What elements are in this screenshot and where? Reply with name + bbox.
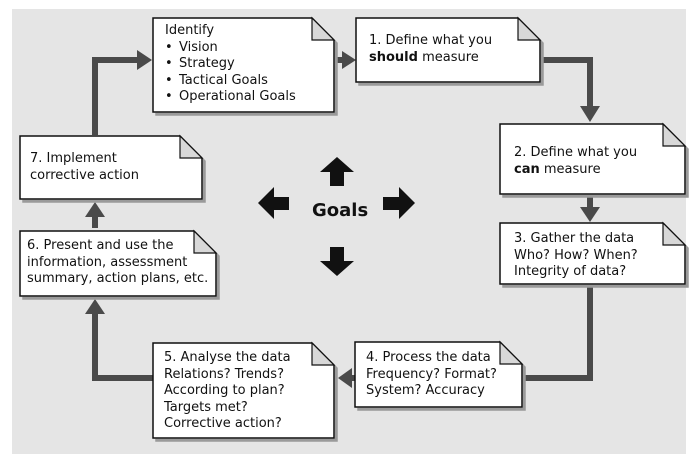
goals-arrow-down-icon	[320, 247, 354, 276]
corner-fold	[193, 229, 218, 254]
arrowhead-into-identify	[137, 50, 152, 70]
step3-line: Integrity of data?	[514, 264, 627, 279]
identify-item: Vision	[165, 40, 296, 57]
step3-line: Who? How? When?	[514, 247, 638, 263]
step7-line: corrective action	[30, 167, 139, 183]
goals-arrow-right-icon	[383, 187, 415, 219]
arrowhead-into-step5	[338, 368, 352, 388]
corner-fold	[311, 16, 336, 41]
identify-title: Identify	[165, 23, 215, 38]
arrowhead-into-step2	[580, 106, 600, 122]
goals-arrow-left-icon	[258, 187, 289, 219]
corner-fold	[311, 341, 336, 366]
step1-emphasis: should	[369, 49, 418, 65]
step6-text: 6. Present and use the information, asse…	[27, 238, 208, 288]
step4-line: 4. Process the data	[366, 350, 491, 365]
identify-text: Identify Vision Strategy Tactical Goals …	[165, 23, 296, 106]
step6-line: 6. Present and use the	[27, 238, 174, 253]
corner-fold	[517, 16, 542, 41]
step7-line: 7. Implement	[30, 151, 117, 166]
box-step1	[355, 17, 541, 83]
step1-text: 1. Define what you should measure	[369, 33, 492, 66]
step1-line: 1. Define what you	[369, 33, 493, 48]
identify-item: Tactical Goals	[165, 73, 296, 90]
step4-line: Frequency? Format?	[366, 366, 497, 382]
box-step5	[152, 342, 335, 439]
box-step4	[354, 341, 523, 408]
corner-fold	[662, 122, 687, 147]
step6-line: summary, action plans, etc.	[27, 271, 209, 286]
arrowhead-into-step3	[580, 207, 600, 222]
box-step2	[499, 123, 686, 195]
step5-line: Relations? Trends?	[164, 366, 284, 382]
connector-step5-to-step6	[92, 312, 155, 381]
box-step6	[19, 230, 217, 297]
corner-fold	[662, 221, 687, 246]
step2-line: 2. Define what you	[514, 145, 638, 160]
step5-line: Targets met?	[164, 399, 248, 415]
step5-line: 5. Analyse the data	[164, 350, 291, 365]
corner-fold	[179, 134, 204, 159]
step1-line: measure	[417, 49, 479, 65]
step3-line: 3. Gather the data	[514, 231, 635, 246]
goals-label: Goals	[312, 200, 369, 221]
arrowhead-into-step6	[85, 299, 105, 314]
step5-line: According to plan?	[164, 383, 285, 398]
step2-emphasis: can	[514, 161, 540, 177]
step5-text: 5. Analyse the data Relations? Trends? A…	[164, 350, 291, 433]
step7-text: 7. Implement corrective action	[30, 151, 139, 184]
box-step3	[499, 222, 686, 285]
step4-text: 4. Process the data Frequency? Format? S…	[366, 350, 497, 400]
box-step7	[19, 135, 203, 200]
identify-item: Strategy	[165, 56, 296, 73]
step6-line: information, assessment	[27, 254, 188, 270]
connector-step7-to-identify	[92, 57, 137, 135]
identify-item: Operational Goals	[165, 89, 296, 106]
arrowhead-into-step1	[342, 51, 356, 69]
step2-text: 2. Define what you can measure	[514, 145, 637, 178]
step4-line: System? Accuracy	[366, 383, 485, 398]
step2-line: measure	[539, 161, 601, 177]
arrowhead-into-step7	[85, 202, 105, 217]
step5-line: Corrective action?	[164, 416, 282, 431]
corner-fold	[499, 340, 524, 365]
connector-step3-to-step4	[522, 284, 593, 381]
goals-arrow-up-icon	[320, 157, 354, 186]
step3-text: 3. Gather the data Who? How? When? Integ…	[514, 231, 638, 281]
connector-step1-to-step2	[540, 57, 593, 107]
